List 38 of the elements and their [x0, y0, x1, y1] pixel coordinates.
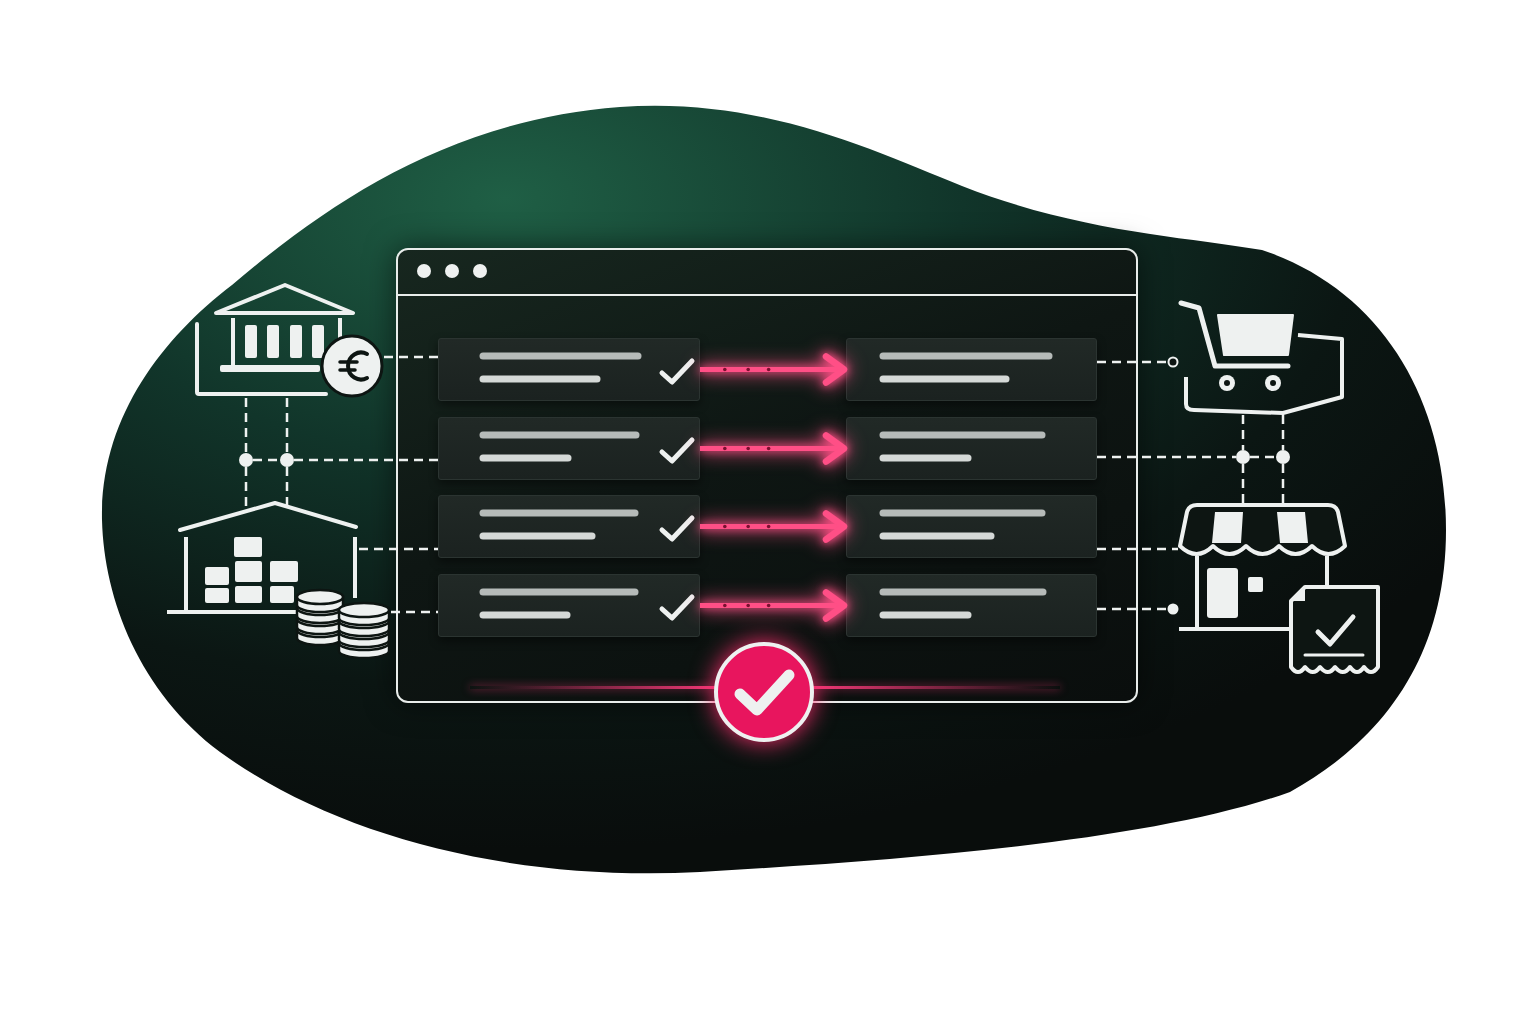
connector-line — [384, 355, 438, 359]
coin-stack-icon — [294, 588, 391, 659]
bank-icon — [194, 281, 384, 398]
connector-line — [294, 458, 438, 462]
connector-line — [1097, 455, 1236, 459]
connector-line — [1097, 603, 1179, 615]
list-row — [438, 574, 700, 637]
list-row — [846, 574, 1097, 637]
arrow — [700, 432, 848, 465]
list-row — [846, 417, 1097, 480]
connector-line — [391, 610, 438, 614]
list-row — [438, 495, 700, 558]
connector-line — [1241, 415, 1245, 450]
connector-line — [244, 398, 248, 453]
junction-dot-icon — [280, 453, 294, 467]
connector-line — [1250, 455, 1276, 459]
list-row — [438, 338, 700, 401]
arrow — [700, 353, 848, 386]
list-row — [438, 417, 700, 480]
junction-dot-icon — [1236, 450, 1250, 464]
connector-line — [285, 467, 289, 505]
shopping-cart-icon — [1178, 300, 1345, 415]
list-row — [846, 338, 1097, 401]
connector-line — [1281, 415, 1285, 450]
browser-window — [396, 248, 1138, 703]
junction-dot-icon — [239, 453, 253, 467]
connector-line — [253, 458, 280, 462]
arrow — [700, 589, 848, 622]
warehouse-icon — [166, 501, 359, 614]
connector-line — [359, 547, 438, 551]
list-row — [846, 495, 1097, 558]
connector-line — [1241, 464, 1245, 503]
connector-line — [1097, 356, 1179, 368]
arrow — [700, 510, 848, 543]
junction-dot-icon — [1276, 450, 1290, 464]
connector-line — [1281, 464, 1285, 503]
connector-line — [1097, 547, 1178, 551]
connector-line — [285, 398, 289, 453]
